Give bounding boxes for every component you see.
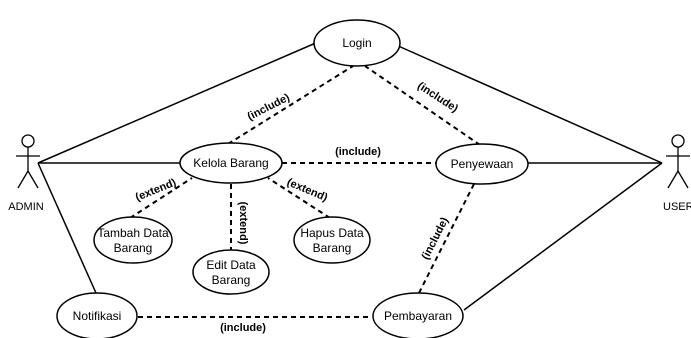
relation-label-notifikasi-pembayaran: (include) <box>220 322 266 334</box>
use-case-pembayaran: Pembayaran <box>372 292 464 338</box>
use-case-penyewaan: Penyewaan <box>435 143 529 185</box>
admin-label: ADMIN <box>8 201 44 213</box>
admin-actor <box>16 134 40 189</box>
dep-hapus-kelola <box>267 177 331 219</box>
relation-label-penyewaan-login: (include) <box>415 80 460 115</box>
dep-tambah-kelola <box>129 177 193 219</box>
assoc-admin-notifikasi <box>37 162 97 294</box>
dep-penyewaan-login <box>364 65 481 146</box>
use-case-login: Login <box>313 19 401 67</box>
penyewaan-label: Penyewaan <box>451 157 514 171</box>
relation-label-pembayaran-penyewaan: (include) <box>420 215 452 262</box>
tambah-label-line1: Tambah Data <box>97 226 169 240</box>
edit-label-line1: Edit Data <box>206 258 256 272</box>
kelola-barang-label: Kelola Barang <box>193 156 268 170</box>
use-case-edit-data-barang: Edit Data Barang <box>192 249 270 295</box>
assoc-admin-login <box>37 41 319 164</box>
relation-label-hapus: (extend) <box>285 176 329 204</box>
edit-label-line2: Barang <box>212 273 251 287</box>
user-label: USER <box>663 201 691 213</box>
tambah-label-line2: Barang <box>114 241 153 255</box>
use-case-hapus-data-barang: Hapus Data Barang <box>293 216 371 264</box>
admin-head <box>21 134 35 148</box>
relation-label-edit: (extend) <box>237 202 249 245</box>
hapus-label-line2: Barang <box>313 241 352 255</box>
user-head <box>671 134 685 148</box>
use-case-kelola-barang: Kelola Barang <box>179 142 283 184</box>
notifikasi-label: Notifikasi <box>73 309 122 323</box>
use-case-tambah-data-barang: Tambah Data Barang <box>93 216 173 264</box>
user-actor <box>666 134 690 189</box>
assoc-user-login <box>395 44 663 164</box>
dep-pembayaran-penyewaan <box>418 181 476 294</box>
relation-label-tambah: (extend) <box>134 177 178 204</box>
assoc-user-pembayaran <box>463 162 663 311</box>
use-case-notifikasi: Notifikasi <box>56 292 138 338</box>
pembayaran-label: Pembayaran <box>384 309 452 323</box>
login-label: Login <box>342 36 371 50</box>
dep-kelola-login <box>227 65 354 145</box>
relation-label-kelola-penyewaan: (include) <box>335 146 381 158</box>
hapus-label-line1: Hapus Data <box>300 226 364 240</box>
